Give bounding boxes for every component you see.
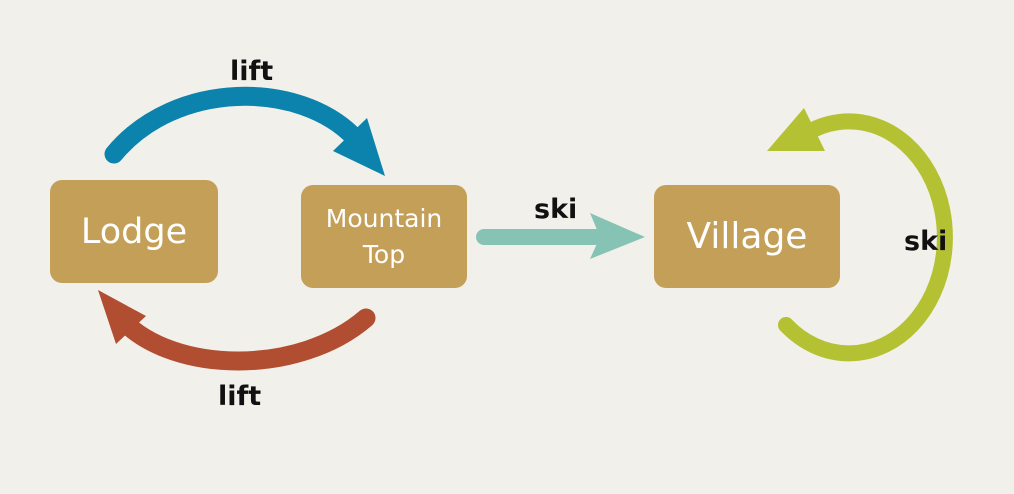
node-lodge-label: Lodge [80, 211, 188, 252]
edge-label-ski-to-village: ski [534, 194, 578, 225]
node-village-label: Village [686, 216, 808, 257]
arrow-mountain-to-village [476, 213, 645, 259]
edge-label-lift-down: lift [218, 381, 262, 412]
node-village: Village [654, 185, 840, 288]
edge-label-ski-loop: ski [904, 226, 948, 257]
node-mountain-top-label-line1: Mountain [325, 203, 443, 233]
node-mountain-top: Mountain Top [301, 185, 467, 288]
node-mountain-top-label-line2: Top [362, 239, 406, 269]
edge-label-lift-up: lift [230, 56, 274, 87]
arrow-village-loop [767, 108, 953, 362]
node-lodge: Lodge [50, 180, 218, 283]
arrow-mountain-to-lodge [98, 290, 376, 371]
arrow-lodge-to-mountain [104, 86, 385, 176]
